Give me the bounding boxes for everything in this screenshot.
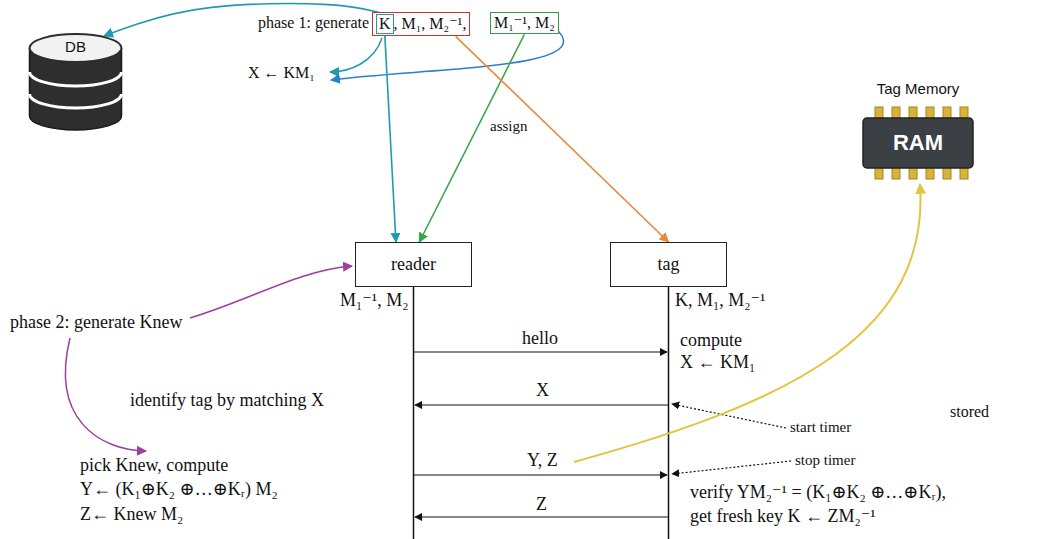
- assign-arrow: [385, 34, 396, 242]
- chip-pin: [943, 167, 951, 179]
- assign-arrow: [419, 34, 524, 242]
- chip-body: [863, 118, 973, 168]
- message-arrow: [415, 404, 669, 405]
- node-text: M₁⁻¹, M₂: [494, 14, 555, 31]
- cylinder-band: [30, 94, 122, 108]
- annotation-text: M₁⁻¹, M₂: [340, 290, 408, 311]
- annotation-text: assign: [490, 118, 528, 135]
- annotation-text: hello: [522, 328, 558, 349]
- node-text: , M₁, M₂⁻¹,: [394, 15, 467, 33]
- entity-box: tag: [610, 242, 727, 287]
- annotation-text: stop timer: [795, 452, 855, 469]
- message-arrow: [414, 474, 668, 475]
- cylinder-band: [30, 72, 122, 86]
- memory-chip: Tag MemoryRAM: [845, 80, 991, 184]
- annotation-text: verify YM₂⁻¹ = (K₁⊕K₂ ⊕…⊕Kᵣ),: [690, 482, 946, 503]
- annotation-text: get fresh key K ← ZM₂⁻¹: [690, 506, 876, 527]
- chip-pin: [960, 167, 968, 179]
- annotation-text: phase 2: generate Knew: [10, 312, 182, 333]
- chip-pin: [892, 167, 900, 179]
- chip-pin: [875, 167, 883, 179]
- timer-pointer: [672, 461, 791, 474]
- phase-arrow: [190, 266, 352, 318]
- node-text: K: [379, 15, 391, 32]
- chip-pin: [875, 107, 883, 119]
- assign-arrow: [104, 3, 385, 36]
- annotation-text: identify tag by matching X: [130, 390, 324, 411]
- node-text: Tag Memory: [877, 80, 960, 98]
- annotation-text: phase 1: generate: [258, 14, 369, 32]
- annotation-text: Z← Knew M₂: [80, 504, 183, 525]
- annotation-text: Y← (K₁⊕K₂ ⊕…⊕Kᵣ) M₂: [80, 479, 278, 500]
- annotation-text: X ← KM₁: [680, 352, 755, 373]
- annotation-text: X ← KM₁: [248, 64, 315, 82]
- key-box: K: [376, 14, 394, 34]
- annotation-text: Z: [536, 494, 547, 515]
- leader-arrow: [331, 30, 564, 80]
- node-text: DB: [65, 38, 86, 56]
- annotation-text: stored: [950, 403, 989, 421]
- annotation-text: X: [536, 380, 549, 401]
- chip-pin: [892, 107, 900, 119]
- message-arrow: [415, 516, 669, 517]
- database-cylinder: DB: [28, 32, 123, 132]
- node-subtext: RAM: [893, 130, 943, 156]
- entity-box: reader: [355, 242, 472, 287]
- store-arrow: [574, 184, 921, 462]
- annotation-text: start timer: [790, 419, 851, 436]
- chip-pin: [943, 107, 951, 119]
- node-text: tag: [658, 254, 680, 275]
- chip-pin: [960, 107, 968, 119]
- lifeline: [413, 287, 415, 539]
- cylinder-top: [30, 34, 122, 62]
- annotation-text: compute: [680, 330, 742, 351]
- annotation-text: pick Knew, compute: [80, 455, 228, 476]
- lifeline: [668, 287, 670, 539]
- annotation-text: Y, Z: [527, 450, 558, 471]
- node-text: reader: [391, 254, 436, 275]
- assign-arrow: [456, 36, 669, 242]
- chip-pin: [926, 107, 934, 119]
- leader-arrow: [330, 38, 382, 72]
- chip-pin: [926, 167, 934, 179]
- chip-pin: [909, 107, 917, 119]
- chip-pin: [909, 167, 917, 179]
- message-arrow: [414, 351, 668, 352]
- key-group-box: , M₁, M₂⁻¹,K: [372, 12, 470, 36]
- timer-pointer: [672, 404, 786, 428]
- annotation-text: K, M₁, M₂⁻¹: [675, 290, 765, 311]
- key-group-box: M₁⁻¹, M₂: [490, 12, 559, 34]
